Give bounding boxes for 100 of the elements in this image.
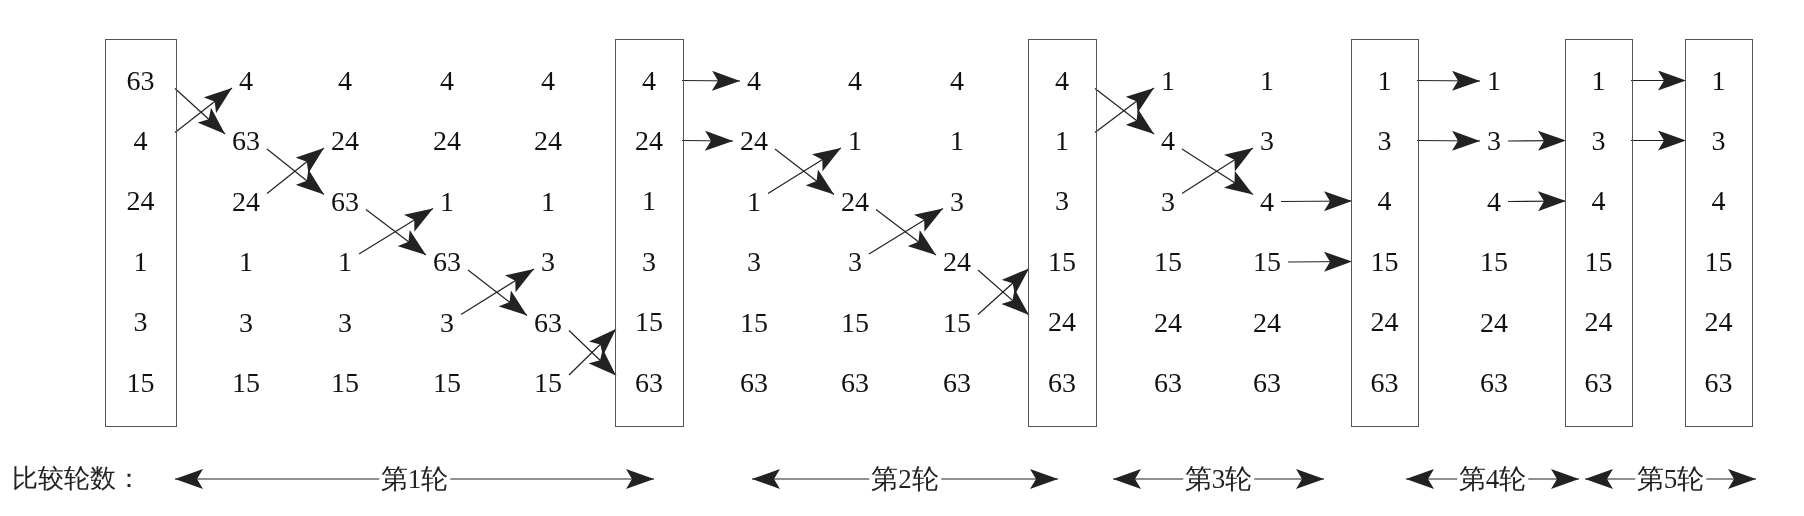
crossing-arrows — [358, 207, 434, 256]
number: 24 — [834, 188, 876, 215]
number: 4 — [439, 68, 455, 94]
number: 1 — [841, 128, 869, 154]
number: 15 — [231, 370, 261, 396]
number: 3 — [1253, 128, 1281, 154]
number: 63 — [616, 369, 682, 396]
crossing-arrows — [1181, 147, 1254, 196]
array-box — [1351, 39, 1419, 427]
array-box — [1565, 39, 1633, 427]
crossing-arrows — [174, 87, 233, 135]
number: 3 — [943, 188, 971, 215]
number: 4 — [740, 68, 768, 94]
number: 1 — [1352, 67, 1417, 94]
number: 4 — [337, 68, 353, 94]
number: 3 — [106, 309, 175, 335]
number: 63 — [1686, 369, 1751, 396]
number: 3 — [1566, 127, 1631, 154]
number: 1 — [1259, 68, 1275, 94]
number: 63 — [106, 67, 175, 94]
round-label: 第5轮 — [1634, 464, 1707, 494]
number: 24 — [1352, 309, 1417, 335]
number: 63 — [1252, 370, 1282, 396]
number: 63 — [426, 249, 468, 275]
number: 24 — [432, 128, 462, 154]
number: 63 — [1479, 370, 1509, 396]
arrow — [1287, 251, 1353, 272]
number: 24 — [1566, 309, 1631, 335]
number: 4 — [1686, 188, 1751, 214]
number: 3 — [1154, 188, 1182, 215]
number: 4 — [847, 68, 863, 94]
number: 4 — [540, 68, 556, 94]
number: 3 — [1480, 128, 1508, 154]
arrow — [1280, 191, 1353, 212]
number: 15 — [1029, 248, 1095, 275]
crossing-arrows — [1094, 87, 1155, 135]
number: 1 — [1480, 68, 1508, 94]
crossing-arrows — [868, 207, 944, 256]
arrow — [1630, 130, 1687, 151]
number: 1 — [331, 249, 359, 275]
number: 15 — [739, 309, 769, 336]
number: 15 — [432, 370, 462, 396]
number: 3 — [433, 309, 461, 336]
number: 1 — [949, 128, 965, 154]
number: 15 — [1566, 248, 1631, 275]
number: 15 — [840, 309, 870, 336]
number: 4 — [1480, 188, 1508, 215]
number: 24 — [733, 128, 775, 154]
number: 1 — [1154, 68, 1182, 94]
crossing-arrows — [460, 268, 535, 317]
number: 1 — [1566, 67, 1631, 94]
number: 4 — [232, 68, 260, 94]
number: 3 — [534, 249, 562, 275]
array-box — [1028, 39, 1097, 427]
number: 15 — [936, 309, 978, 336]
arrow — [1507, 191, 1567, 212]
arrow — [1416, 70, 1481, 91]
arrow — [1507, 130, 1567, 151]
number: 3 — [841, 249, 869, 275]
number: 24 — [1252, 309, 1282, 336]
crossing-arrows — [767, 147, 842, 196]
number: 4 — [106, 127, 175, 154]
round-label: 第3轮 — [1182, 464, 1255, 494]
crossing-arrows — [568, 328, 617, 377]
number: 15 — [1479, 249, 1509, 275]
arrow — [681, 130, 734, 151]
number: 1 — [616, 188, 682, 214]
number: 1 — [540, 188, 556, 215]
number: 1 — [433, 188, 461, 215]
round-label: 第2轮 — [869, 464, 941, 494]
arrow — [1416, 130, 1481, 151]
number: 63 — [1352, 369, 1417, 396]
number: 1 — [1686, 67, 1751, 94]
number: 4 — [949, 68, 965, 94]
number: 15 — [106, 369, 175, 396]
number: 4 — [1566, 188, 1631, 214]
number: 24 — [1686, 309, 1751, 335]
number: 1 — [106, 248, 175, 275]
arrow — [1630, 70, 1687, 91]
number: 24 — [1153, 309, 1183, 336]
number: 3 — [238, 309, 254, 336]
number: 4 — [1029, 67, 1095, 94]
number: 63 — [225, 128, 267, 154]
number: 24 — [225, 188, 267, 215]
crossing-arrows — [977, 267, 1030, 316]
round-label: 第4轮 — [1456, 464, 1529, 494]
array-box — [105, 39, 177, 427]
number: 3 — [1686, 127, 1751, 154]
array-box — [615, 39, 684, 427]
number: 24 — [616, 127, 682, 154]
array-box — [1685, 39, 1753, 427]
number: 4 — [1253, 188, 1281, 215]
number: 4 — [1352, 188, 1417, 214]
number: 24 — [324, 128, 366, 154]
number: 3 — [616, 248, 682, 275]
number: 63 — [942, 370, 972, 396]
number: 63 — [527, 309, 569, 336]
number: 63 — [324, 188, 366, 215]
number: 15 — [1686, 248, 1751, 275]
number: 4 — [1154, 128, 1182, 154]
